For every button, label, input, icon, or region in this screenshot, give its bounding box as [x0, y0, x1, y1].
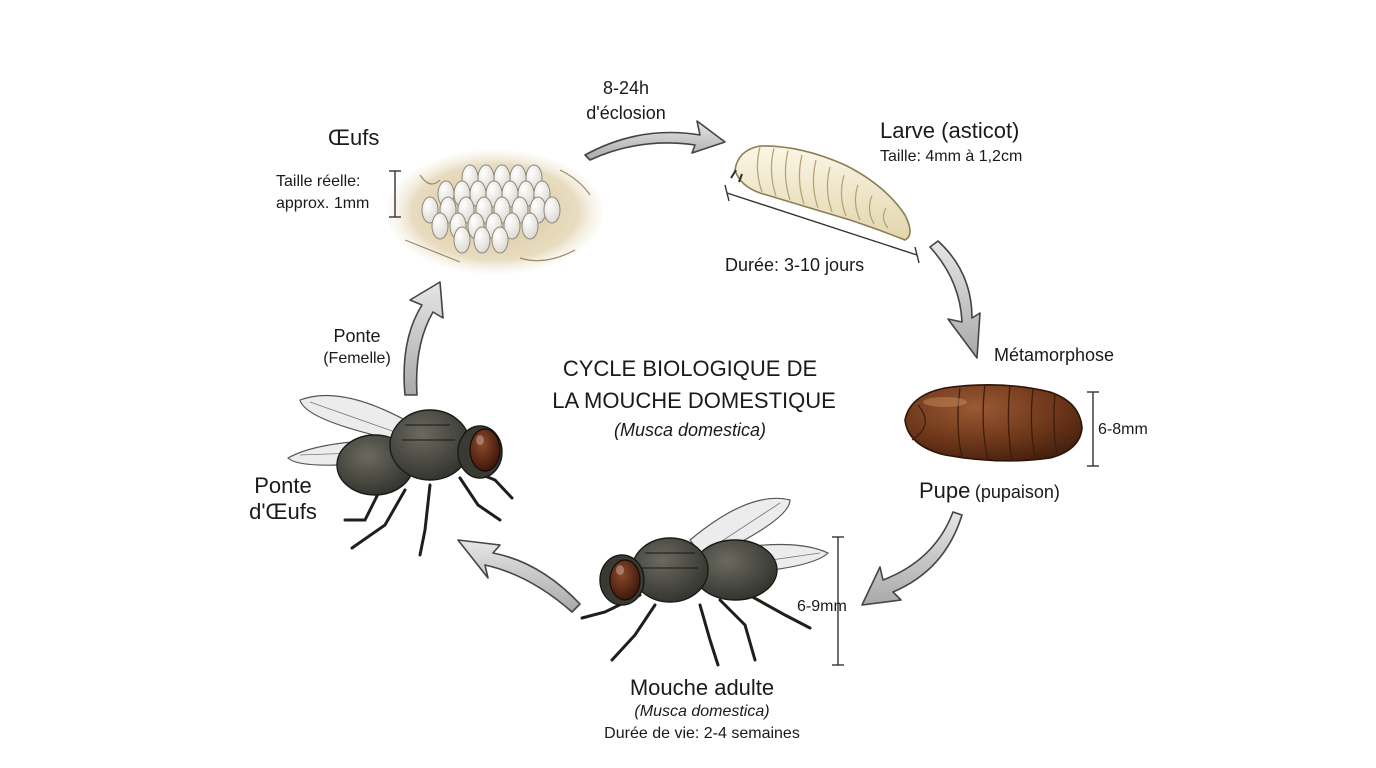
- hatch-label: d'éclosion: [586, 103, 666, 123]
- egg: [473, 226, 491, 254]
- adult-stage-name: Mouche adulte: [629, 675, 775, 700]
- egg: [453, 226, 471, 254]
- larva-segment: [756, 146, 763, 193]
- larva-segment: [882, 207, 889, 229]
- larva-illustration: [730, 145, 911, 241]
- larva-duration-label: Durée: 3-10 jours: [725, 255, 865, 275]
- egg: [431, 212, 449, 240]
- adult-fly-illustration: [580, 497, 830, 667]
- hatch-time-label: 8-24h: [602, 78, 650, 98]
- diagram-title-species: (Musca domestica): [613, 420, 767, 440]
- eggs-size-label-2: approx. 1mm: [276, 195, 370, 212]
- larva-segment: [798, 154, 805, 205]
- arrow-larva-to-pupa: [929, 240, 981, 359]
- eggs-size-bracket: [389, 170, 401, 218]
- diagram-title-line-1: CYCLE BIOLOGIQUE DE: [562, 356, 818, 381]
- pupa-stage-name: Pupe: [919, 478, 971, 503]
- laying-female-label: (Femelle): [323, 350, 391, 367]
- pupa-size-label: 6-8mm: [1098, 421, 1148, 438]
- adult-species-label: (Musca domestica): [634, 703, 770, 720]
- larva-stage-name: Larve (asticot): [880, 118, 1020, 143]
- pupa-illustration: [904, 383, 1083, 462]
- arrow-adult-to-laying: [457, 539, 581, 613]
- egg: [543, 196, 561, 224]
- adult-size-bracket: [832, 536, 844, 666]
- egg-laying-fly-illustration: [287, 394, 514, 557]
- egg: [521, 212, 539, 240]
- pupa-size-bracket: [1087, 391, 1099, 467]
- larva-segment: [868, 195, 875, 225]
- eggs-illustration: [387, 150, 603, 274]
- diagram-title-line-2: LA MOUCHE DOMESTIQUE: [552, 388, 836, 413]
- larva-segment: [784, 150, 791, 201]
- larva-segment: [770, 148, 777, 197]
- larva-size-label: Taille: 4mm à 1,2cm: [880, 148, 1023, 165]
- adult-lifespan-label: Durée de vie: 2-4 semaines: [604, 725, 800, 742]
- larva-segment: [826, 166, 833, 213]
- larva-segment: [812, 160, 819, 209]
- eggs-stage-name: Œufs: [328, 125, 380, 150]
- larva-segment: [854, 184, 861, 221]
- laying-label: Ponte: [333, 326, 381, 346]
- eggs-size-label-1: Taille réelle:: [276, 173, 361, 190]
- larva-segment: [840, 175, 847, 217]
- egg-laying-label-1: Ponte: [254, 473, 312, 498]
- arrow-laying-to-eggs: [403, 281, 444, 396]
- pupa-stage-label: Pupe (pupaison): [919, 478, 1060, 503]
- arrow-eggs-to-larva: [584, 120, 726, 161]
- larva-size-bracket: [724, 184, 920, 264]
- adult-size-label: 6-9mm: [797, 598, 847, 615]
- egg: [503, 212, 521, 240]
- pupa-stage-extra: (pupaison): [974, 482, 1060, 502]
- egg: [491, 226, 509, 254]
- metamorphosis-label: Métamorphose: [994, 345, 1115, 365]
- arrow-pupa-to-adult: [861, 511, 963, 606]
- egg-laying-label-2: d'Œufs: [249, 499, 317, 524]
